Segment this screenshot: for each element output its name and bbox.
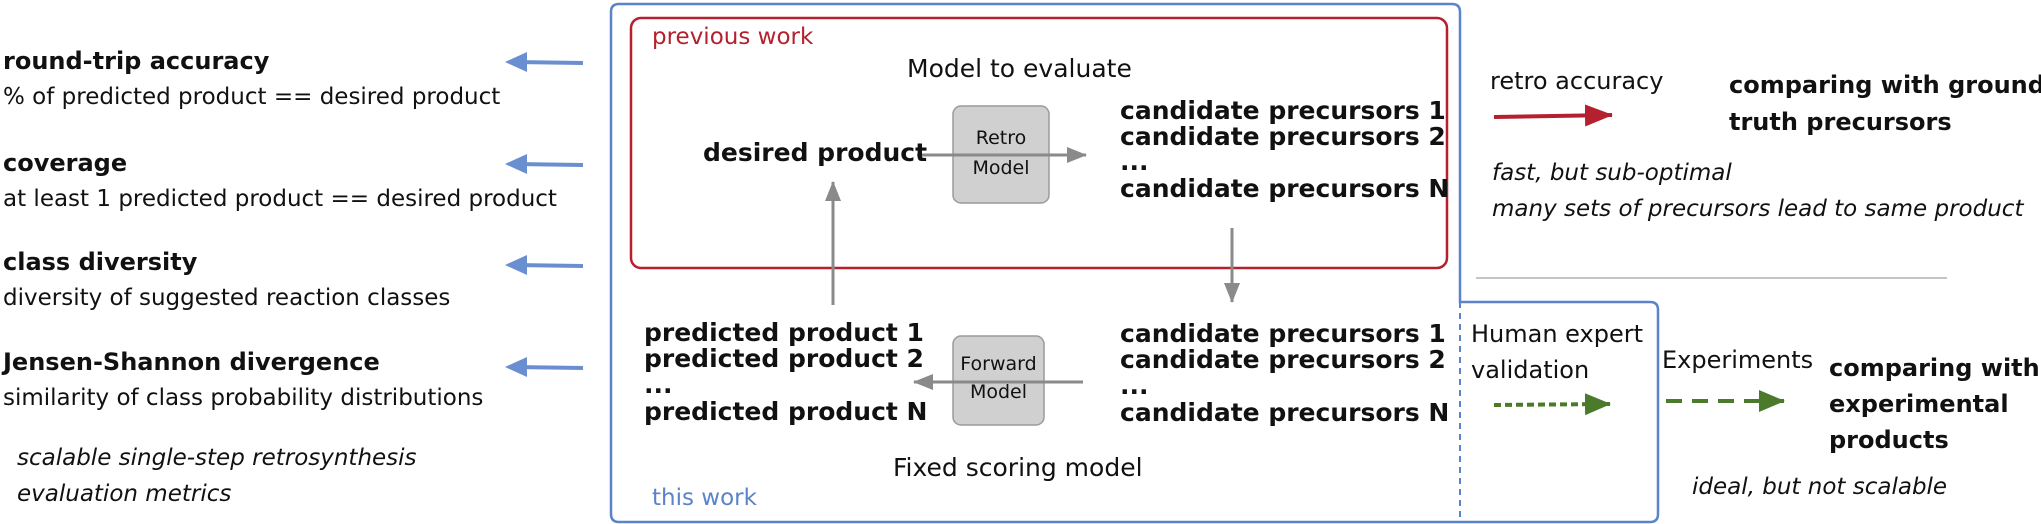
this-work-frame [609, 2, 1660, 524]
metric-arrows [505, 52, 584, 377]
ground-truth-comparison-line1: comparing with ground [1729, 71, 2041, 99]
ground-truth-comparison-line2: truth precursors [1729, 108, 1952, 136]
human-validation-line2: validation [1471, 356, 1590, 384]
human-note: ideal, but not scalable [1692, 474, 1948, 500]
fixed-scoring-model-label: Fixed scoring model [893, 453, 1143, 482]
this-candidate-2: candidate precursors 2 [1120, 345, 1446, 374]
experimental-comparison-line2: experimental [1829, 390, 2009, 418]
metrics-caption-line2: evaluation metrics [17, 481, 232, 507]
human-validation-line1: Human expert [1471, 320, 1644, 348]
retro-accuracy-arrow [1493, 104, 1613, 127]
previous-work-frame [629, 16, 1449, 270]
metric-title-round-trip: round-trip accuracy [3, 47, 270, 75]
retro-note-line2: many sets of precursors lead to same pro… [1492, 196, 2024, 222]
model-to-evaluate-label: Model to evaluate [907, 54, 1132, 83]
retro-model-label-line2: Model [972, 157, 1030, 179]
predicted-product-1: predicted product 1 [644, 318, 924, 347]
predicted-product-n: predicted product N [644, 397, 928, 426]
metrics-caption-line1: scalable single-step retrosynthesis [17, 445, 417, 471]
experimental-comparison-line3: products [1829, 426, 1949, 454]
previous-work-label: previous work [652, 24, 814, 50]
predicted-product-2: predicted product 2 [644, 344, 924, 373]
previous-candidate-ellipsis: ... [1120, 147, 1149, 176]
experiments-label: Experiments [1662, 346, 1814, 374]
metric-desc-js-divergence: similarity of class probability distribu… [3, 385, 484, 411]
metric-desc-coverage: at least 1 predicted product == desired … [3, 186, 557, 212]
retro-note-line1: fast, but sub-optimal [1492, 160, 1732, 186]
this-candidate-ellipsis: ... [1120, 371, 1149, 400]
predicted-product-ellipsis: ... [644, 370, 673, 399]
metric-title-coverage: coverage [3, 149, 128, 177]
desired-product-label: desired product [703, 138, 928, 167]
previous-candidate-n: candidate precursors N [1120, 174, 1450, 203]
human-validation-arrow [1493, 393, 1611, 416]
retro-model-label-line1: Retro [975, 127, 1027, 149]
metric-desc-round-trip: % of predicted product == desired produc… [3, 84, 501, 110]
retro-accuracy-label: retro accuracy [1490, 67, 1664, 95]
previous-candidate-1: candidate precursors 1 [1120, 96, 1446, 125]
metric-title-class-diversity: class diversity [3, 248, 198, 276]
forward-model-label-line2: Model [969, 381, 1028, 403]
experimental-comparison-line1: comparing with [1829, 354, 2040, 382]
this-candidate-n: candidate precursors N [1120, 398, 1450, 427]
metric-title-js-divergence: Jensen-Shannon divergence [3, 348, 380, 376]
previous-candidate-2: candidate precursors 2 [1120, 122, 1446, 151]
metric-desc-class-diversity: diversity of suggested reaction classes [3, 285, 451, 311]
forward-model-label-line1: Forward [960, 353, 1037, 375]
this-candidate-1: candidate precursors 1 [1120, 319, 1446, 348]
this-work-label: this work [652, 485, 757, 511]
